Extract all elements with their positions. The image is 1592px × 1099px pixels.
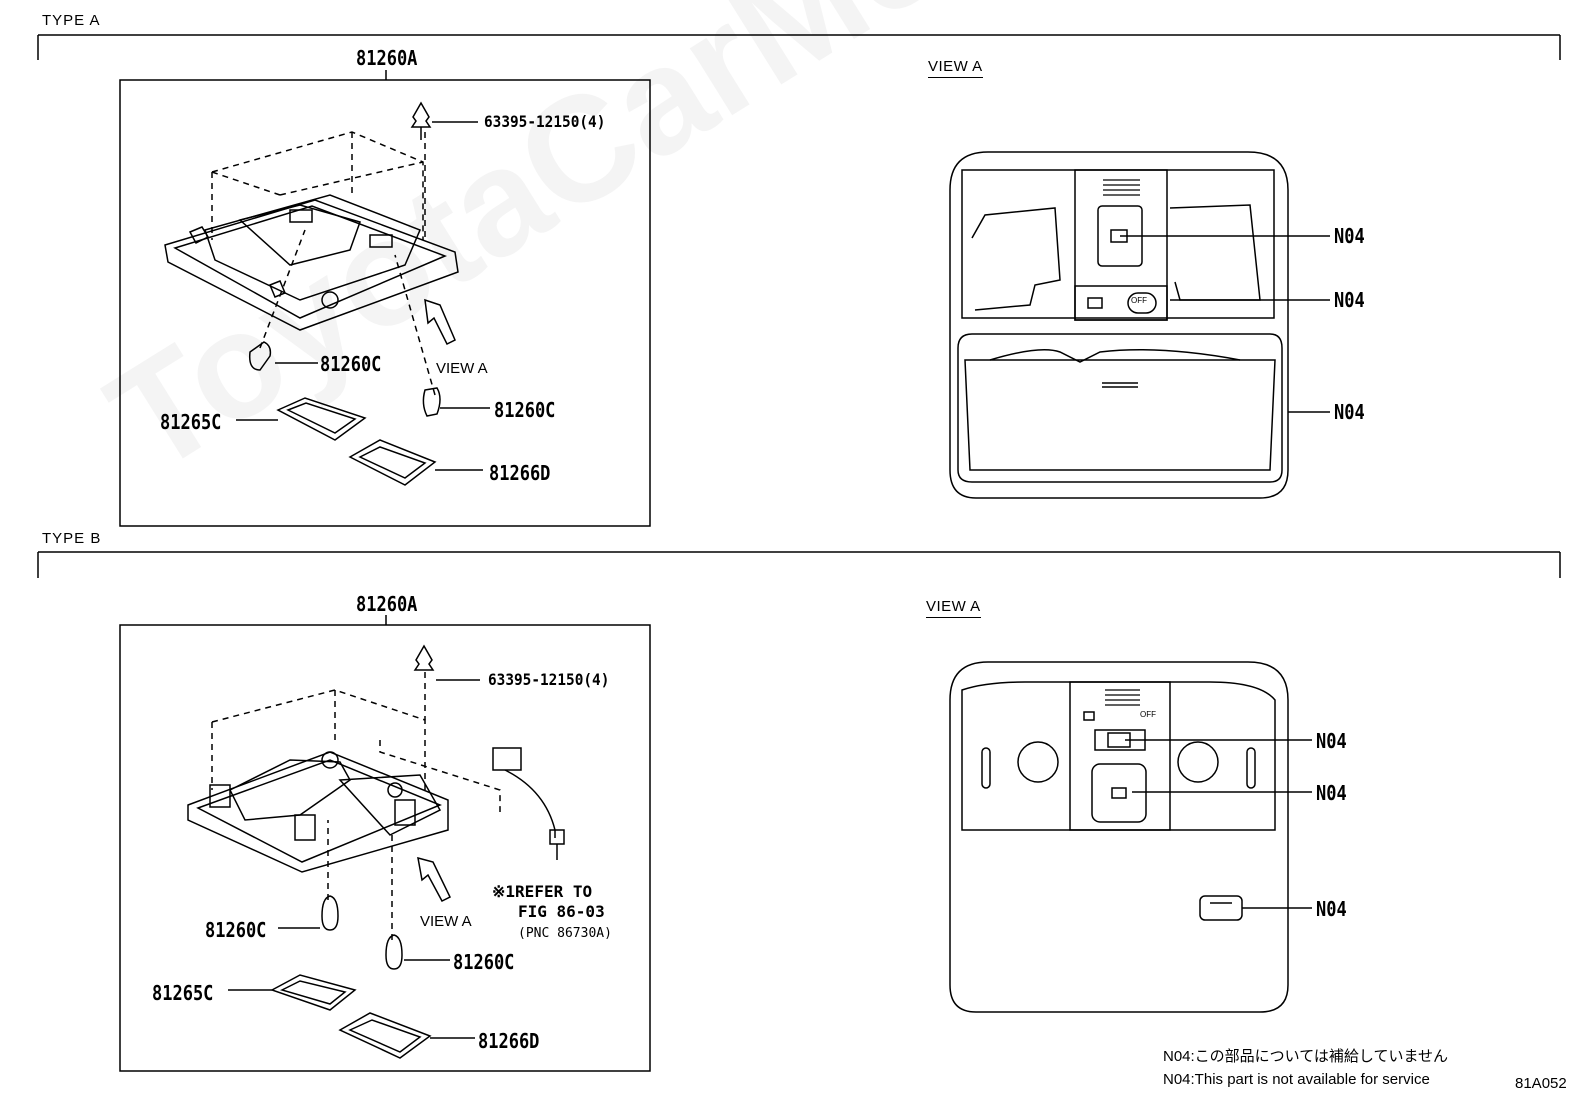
type-b-callout-3[interactable]: N04 <box>1316 897 1347 921</box>
type-a-label: TYPE A <box>42 12 101 29</box>
type-a-housing-drawing <box>164 101 490 486</box>
type-a-clip-part-number[interactable]: 63395-12150(4) <box>484 112 606 131</box>
type-b-bracket <box>37 551 1561 578</box>
figure-code: 81A052 <box>1515 1075 1567 1092</box>
type-b-refer-note: ※1REFER TO FIG 86-03 (PNC 86730A) <box>492 882 612 944</box>
type-a-bracket <box>37 34 1561 60</box>
type-a-off-button-label: OFF <box>1131 296 1147 305</box>
type-b-parts-box <box>119 624 651 1072</box>
type-a-callout-3[interactable]: N04 <box>1334 400 1365 424</box>
type-b-view-title: VIEW A <box>926 598 981 618</box>
refer-mark: ※1 <box>492 882 516 901</box>
refer-line-2[interactable]: FIG 86-03 <box>518 902 605 921</box>
type-b-callout-2[interactable]: N04 <box>1316 781 1347 805</box>
type-a-bulb-right-part-number[interactable]: 81260C <box>494 398 556 422</box>
type-b-lens-left-part-number[interactable]: 81265C <box>152 981 214 1005</box>
type-b-view-arrow-label: VIEW A <box>420 913 472 930</box>
type-b-callout-1[interactable]: N04 <box>1316 729 1347 753</box>
type-a-console-drawing <box>949 151 1330 499</box>
type-a-lens-left-part-number[interactable]: 81265C <box>160 410 222 434</box>
type-a-bulb-left-part-number[interactable]: 81260C <box>320 352 382 376</box>
type-a-view-title: VIEW A <box>928 58 983 78</box>
type-b-off-label: OFF <box>1140 710 1156 719</box>
type-b-bulb-right-part-number[interactable]: 81260C <box>453 950 515 974</box>
type-b-clip-part-number[interactable]: 63395-12150(4) <box>488 670 610 689</box>
type-b-housing-drawing <box>187 644 565 1059</box>
note-english: N04:This part is not available for servi… <box>1163 1071 1430 1088</box>
refer-line-3: (PNC 86730A) <box>518 926 612 941</box>
note-japanese: N04:この部品については補給していません <box>1163 1048 1449 1065</box>
type-a-callout-2[interactable]: N04 <box>1334 288 1365 312</box>
type-b-console-drawing <box>949 661 1312 1013</box>
type-b-label: TYPE B <box>42 530 102 547</box>
refer-line-1[interactable]: REFER TO <box>515 882 593 901</box>
type-b-main-part-number[interactable]: 81260A <box>356 592 418 616</box>
type-a-callout-1[interactable]: N04 <box>1334 224 1365 248</box>
type-b-bulb-left-part-number[interactable]: 81260C <box>205 918 267 942</box>
type-a-lens-right-part-number[interactable]: 81266D <box>489 461 551 485</box>
type-a-view-arrow-label: VIEW A <box>436 360 488 377</box>
type-b-lens-right-part-number[interactable]: 81266D <box>478 1029 540 1053</box>
type-a-parts-box <box>119 79 651 527</box>
type-a-main-part-number[interactable]: 81260A <box>356 46 418 70</box>
